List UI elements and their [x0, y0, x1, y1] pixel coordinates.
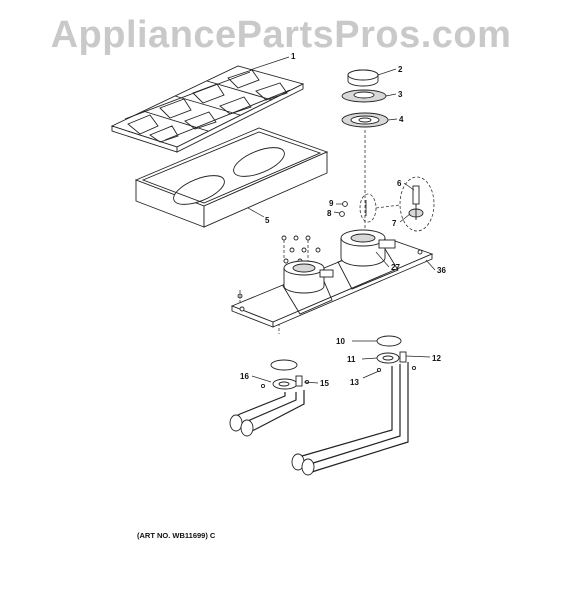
callout-13: 13 [350, 378, 359, 387]
callout-8: 8 [327, 209, 332, 218]
art-number-label: (ART NO. WB11699) C [137, 531, 216, 540]
drip-pan [134, 127, 329, 228]
igniter-electrode [408, 185, 424, 220]
venturi-tube-left [229, 359, 310, 437]
callout-11: 11 [347, 355, 356, 364]
callout-10: 10 [336, 337, 345, 346]
grate-assembly [110, 65, 305, 153]
callout-1: 1 [291, 52, 296, 61]
callout-5: 5 [265, 216, 270, 225]
burner-cap [347, 69, 379, 87]
burner-base-plate [230, 239, 434, 328]
callout-15: 15 [320, 379, 329, 388]
callout-7: 7 [392, 219, 397, 228]
callout-9: 9 [329, 199, 334, 208]
callout-12: 12 [432, 354, 441, 363]
burner-body-right [340, 229, 396, 267]
callout-4: 4 [399, 115, 404, 124]
burner-head [341, 112, 389, 128]
callout-36: 36 [437, 266, 446, 275]
burner-spreader-ring [341, 89, 387, 103]
callout-3: 3 [398, 90, 403, 99]
burner-body-left [283, 260, 334, 294]
callout-27: 27 [391, 263, 400, 272]
watermark-text: AppliancePartsPros.com [50, 14, 512, 56]
venturi-tube-right [291, 335, 417, 476]
callout-16: 16 [240, 372, 249, 381]
callout-2: 2 [398, 65, 403, 74]
callout-6: 6 [397, 179, 402, 188]
